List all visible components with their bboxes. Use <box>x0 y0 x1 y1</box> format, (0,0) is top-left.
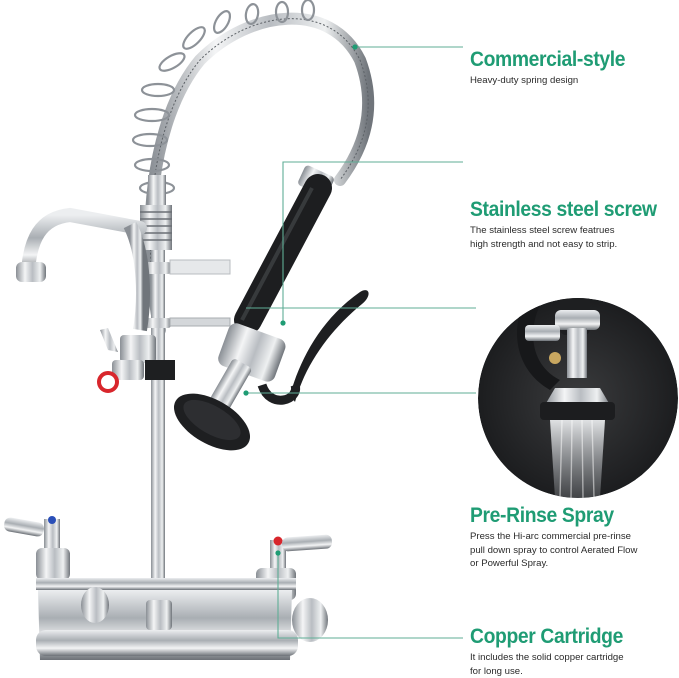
feature-title: Copper Cartridge <box>470 625 623 648</box>
feature-description: It includes the solid copper cartridge f… <box>470 652 624 677</box>
feature-title: Commercial-style <box>470 48 626 71</box>
feature-commercial-style: Commercial-style Heavy-duty spring desig… <box>470 49 639 88</box>
feature-stainless-steel-screw: Stainless steel screw The stainless stee… <box>470 199 673 251</box>
feature-pre-rinse-spray: Pre-Rinse Spray Press the Hi-arc commerc… <box>470 505 637 571</box>
feature-description: The stainless steel screw featrues high … <box>470 225 618 250</box>
callout-lines <box>246 46 476 639</box>
feature-description: Heavy-duty spring design <box>470 75 579 86</box>
feature-copper-cartridge: Copper Cartridge It includes the solid c… <box>470 626 636 678</box>
feature-title: Pre-Rinse Spray <box>470 504 614 527</box>
spray-detail-circle <box>478 298 678 498</box>
feature-title: Stainless steel screw <box>470 198 657 221</box>
feature-description: Press the Hi-arc commercial pre-rinse pu… <box>470 531 638 569</box>
